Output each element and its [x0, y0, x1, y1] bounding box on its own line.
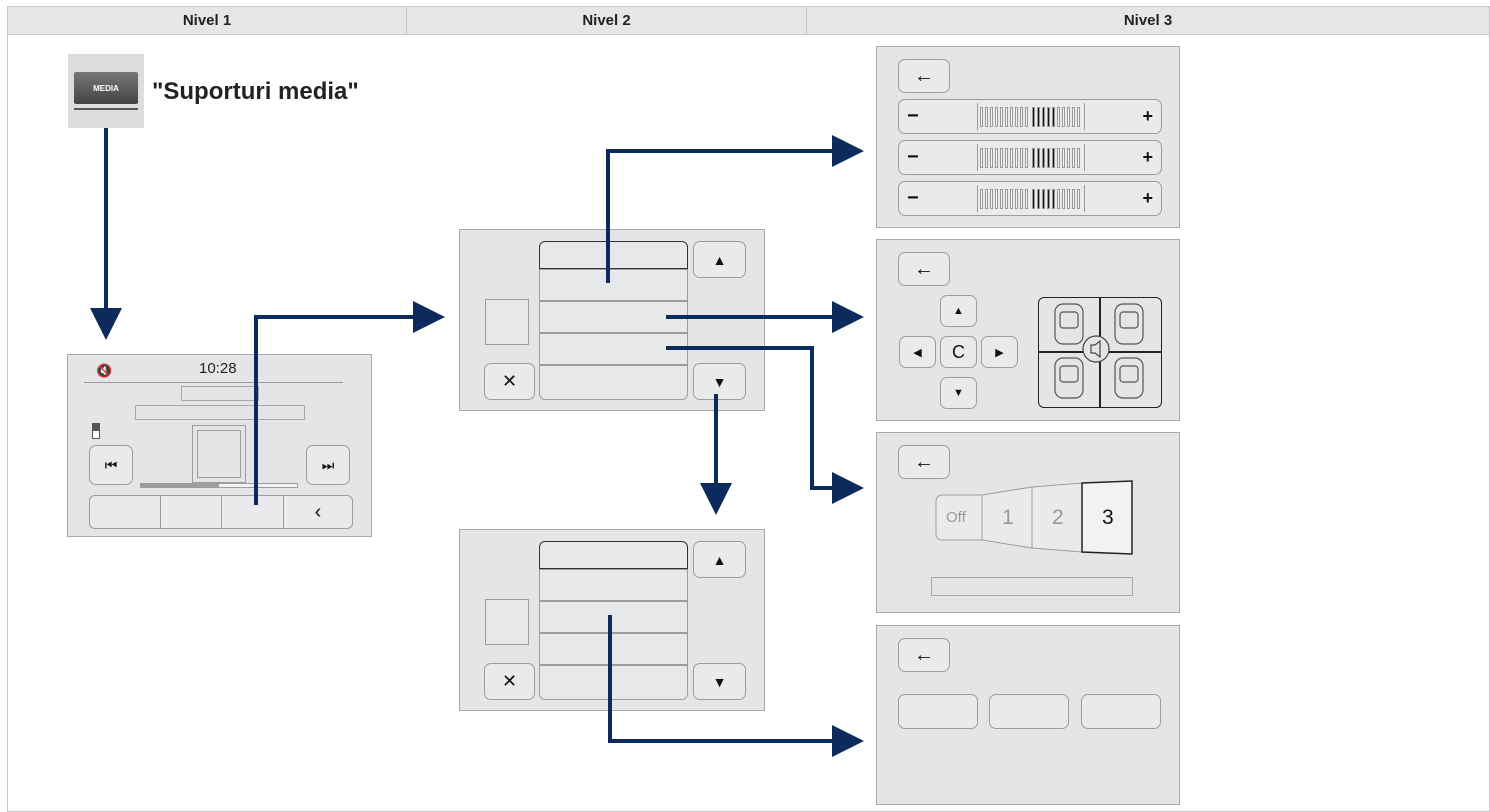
artist-field	[135, 405, 305, 420]
list-screen-bottom: ▲ ▼ ✕	[459, 529, 765, 711]
equalizer-slider-1[interactable]: −+	[898, 99, 1162, 134]
bottom-button-bar: ‹	[89, 495, 353, 529]
options-screen: ←	[876, 625, 1180, 805]
balance-up-button[interactable]: ▲	[940, 295, 977, 327]
level-selector-shape	[935, 480, 1133, 555]
list-item-4[interactable]	[539, 365, 688, 400]
plus-icon[interactable]: +	[1142, 188, 1153, 208]
back-button[interactable]: ←	[898, 638, 950, 672]
back-button[interactable]: ←	[898, 252, 950, 286]
skip-previous-icon: ⏮	[104, 456, 118, 473]
close-button[interactable]: ✕	[484, 663, 535, 700]
back-button[interactable]: ←	[898, 445, 950, 479]
equalizer-screen: ← −+ −+ −+	[876, 46, 1180, 228]
list-item-4[interactable]	[539, 665, 688, 700]
option-button-2[interactable]	[989, 694, 1069, 729]
track-title-field	[181, 386, 259, 401]
list-item-3[interactable]	[539, 633, 688, 665]
list-item-2[interactable]	[539, 601, 688, 633]
media-title: "Suporturi media"	[152, 78, 359, 105]
list-side-box	[485, 599, 529, 645]
equalizer-track	[976, 144, 1085, 171]
back-arrow-icon: ←	[914, 257, 934, 280]
header-divider	[84, 382, 343, 383]
scroll-down-button[interactable]: ▼	[693, 363, 746, 400]
plus-icon[interactable]: +	[1142, 106, 1153, 126]
equalizer-slider-2[interactable]: −+	[898, 140, 1162, 175]
list-side-box	[485, 299, 529, 345]
list-item-2[interactable]	[539, 301, 688, 333]
equalizer-track	[976, 185, 1085, 212]
bottom-button-3[interactable]	[222, 496, 284, 528]
down-arrow-icon: ▼	[712, 373, 727, 390]
option-button-1[interactable]	[898, 694, 978, 729]
balance-down-button[interactable]: ▼	[940, 377, 977, 409]
album-art	[192, 425, 246, 483]
progress-bar[interactable]	[140, 483, 298, 488]
list-header	[539, 241, 688, 269]
balance-center-button[interactable]: C	[940, 336, 977, 368]
list-screen-top: ▲ ▼ ✕	[459, 229, 765, 411]
next-track-button[interactable]: ⏭	[306, 445, 350, 485]
source-icon	[92, 423, 100, 439]
bottom-button-1[interactable]	[90, 496, 161, 528]
bottom-button-2[interactable]	[161, 496, 222, 528]
minus-icon[interactable]: −	[907, 187, 919, 209]
player-screen: 🔇 10:28 ⏮ ⏭ ‹	[67, 354, 372, 537]
balance-right-button[interactable]: ▶	[981, 336, 1018, 368]
close-icon: ✕	[501, 371, 518, 391]
header-nivel-3: Nivel 3	[807, 7, 1489, 35]
left-arrow-icon: ◀	[913, 346, 922, 359]
level-1-button[interactable]: 1	[1002, 506, 1014, 529]
level-selector-screen: ← Off 1 2 3	[876, 432, 1180, 613]
media-button[interactable]: MEDIA	[74, 72, 138, 110]
list-item-1[interactable]	[539, 569, 688, 601]
equalizer-slider-3[interactable]: −+	[898, 181, 1162, 216]
chevron-left-icon: ‹	[314, 500, 322, 523]
skip-next-icon: ⏭	[321, 456, 335, 473]
close-button[interactable]: ✕	[484, 363, 535, 400]
scroll-down-button[interactable]: ▼	[693, 663, 746, 700]
equalizer-track	[976, 103, 1085, 130]
level-indicator-bar	[931, 577, 1133, 596]
close-icon: ✕	[501, 671, 518, 691]
progress-fill	[141, 484, 219, 487]
previous-track-button[interactable]: ⏮	[89, 445, 133, 485]
back-arrow-icon: ←	[914, 450, 934, 473]
back-arrow-icon: ←	[914, 643, 934, 666]
car-seats-icon	[1039, 298, 1161, 407]
level-2-button[interactable]: 2	[1052, 506, 1064, 529]
level-off-button[interactable]: Off	[946, 509, 966, 526]
level-3-button[interactable]: 3	[1102, 506, 1114, 529]
header-nivel-1: Nivel 1	[8, 7, 407, 35]
list-header	[539, 541, 688, 569]
back-arrow-icon: ←	[914, 64, 934, 87]
minus-icon[interactable]: −	[907, 146, 919, 168]
back-button[interactable]: ←	[898, 59, 950, 93]
up-arrow-icon: ▲	[712, 551, 727, 568]
back-button[interactable]: ‹	[284, 496, 352, 528]
minus-icon[interactable]: −	[907, 105, 919, 127]
list-item-3[interactable]	[539, 333, 688, 365]
option-button-3[interactable]	[1081, 694, 1161, 729]
balance-screen: ← ▲ ◀ C ▶ ▼	[876, 239, 1180, 421]
header-nivel-2: Nivel 2	[407, 7, 807, 35]
scroll-up-button[interactable]: ▲	[693, 241, 746, 278]
up-arrow-icon: ▲	[953, 305, 964, 317]
up-arrow-icon: ▲	[712, 251, 727, 268]
plus-icon[interactable]: +	[1142, 147, 1153, 167]
list-item-1[interactable]	[539, 269, 688, 301]
down-arrow-icon: ▼	[953, 387, 964, 399]
balance-left-button[interactable]: ◀	[899, 336, 936, 368]
car-seat-map[interactable]	[1038, 297, 1162, 408]
clock: 10:28	[199, 360, 237, 377]
right-arrow-icon: ▶	[995, 346, 1004, 359]
mute-icon[interactable]: 🔇	[96, 363, 113, 378]
down-arrow-icon: ▼	[712, 673, 727, 690]
scroll-up-button[interactable]: ▲	[693, 541, 746, 578]
center-label: C	[952, 341, 965, 362]
